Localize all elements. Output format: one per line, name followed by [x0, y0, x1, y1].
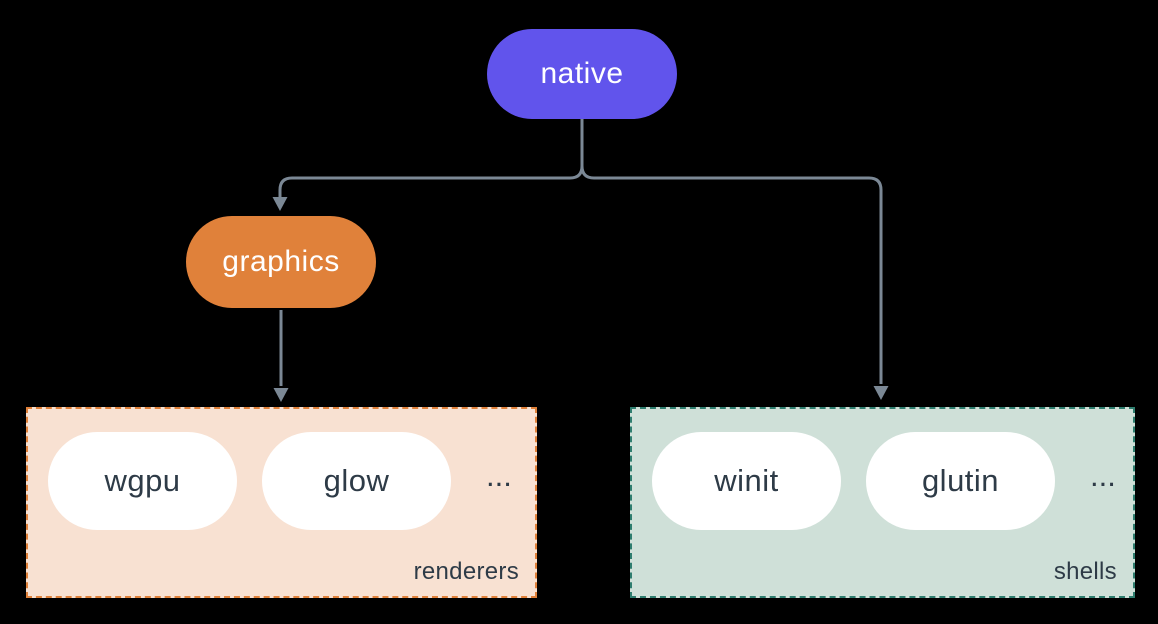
group-label-shells: shells — [1053, 558, 1117, 585]
node-graphics: graphics — [186, 216, 376, 308]
edge-native-graphics — [278, 119, 584, 197]
renderer-pill: wgpu — [48, 432, 237, 530]
shell-pill: glutin — [866, 432, 1055, 530]
node-native-label: native — [540, 57, 624, 90]
group-shells: winit glutin ... shells — [630, 407, 1135, 598]
renderer-pill: glow — [262, 432, 451, 530]
group-label-renderers: renderers — [413, 558, 519, 585]
shell-pill: winit — [652, 432, 841, 530]
node-native: native — [487, 29, 677, 119]
shell-pill-label: winit — [714, 463, 779, 498]
shells-pill-row: winit glutin ... — [652, 432, 1116, 530]
node-graphics-label: graphics — [222, 245, 340, 278]
renderers-pill-row: wgpu glow ... — [48, 432, 512, 530]
renderer-pill-label: glow — [323, 463, 390, 498]
shells-ellipsis: ... — [1090, 458, 1116, 493]
renderers-ellipsis: ... — [486, 458, 512, 493]
group-renderers: wgpu glow ... renderers — [26, 407, 537, 598]
renderer-pill-label: wgpu — [104, 463, 181, 498]
arrowhead-renderers-icon — [273, 388, 289, 402]
shell-pill-label: glutin — [921, 463, 1000, 498]
arrowhead-shells-icon — [873, 386, 889, 400]
edge-native-shells — [580, 119, 883, 384]
arrowhead-graphics-icon — [272, 197, 288, 211]
